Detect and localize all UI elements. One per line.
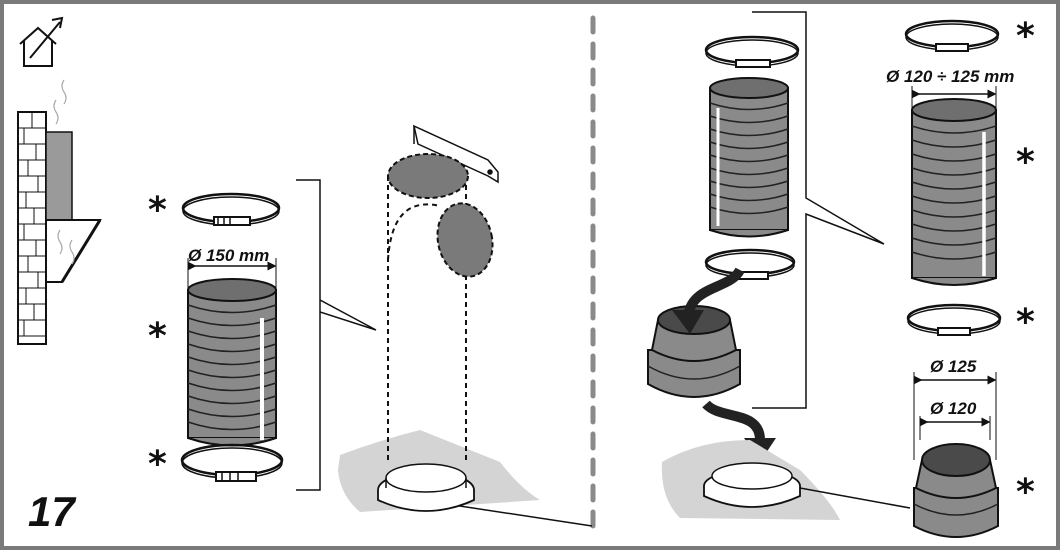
callout-bracket-left (296, 179, 377, 491)
label-diameter-150: Ø 150 mm (188, 246, 269, 265)
callout-bracket-right (752, 11, 885, 409)
lower-hose-clamp-right (906, 303, 1002, 336)
reducer-mid (647, 305, 741, 398)
asterisk-bottom-clamp: * (148, 444, 167, 485)
floor-flange-left (377, 463, 475, 512)
asterisk-right-lower-clamp: * (1016, 302, 1035, 343)
lower-hose-clamp-mid (704, 248, 796, 280)
figure-number: 17 (28, 488, 76, 535)
bottom-hose-clamp-150 (180, 443, 284, 482)
asterisk-right-duct: * (1016, 142, 1035, 183)
diameter-125-dimension: Ø 125 (913, 357, 997, 460)
top-hose-clamp-mid (704, 35, 800, 68)
asterisk-right-reducer: * (1016, 472, 1035, 513)
asterisk-top-clamp: * (148, 190, 167, 231)
duct-side-opening (436, 202, 494, 278)
label-diameter-120: Ø 120 (930, 399, 977, 418)
floor-flange-right (703, 462, 801, 508)
top-hose-clamp-right (904, 19, 1000, 52)
label-diameter-120-125: Ø 120 ÷ 125 mm (886, 67, 1014, 86)
flexible-duct-mid (709, 77, 789, 238)
diameter-150-dimension: Ø 150 mm (187, 246, 277, 290)
asterisk-duct: * (148, 316, 167, 357)
insert-arrow-1 (683, 267, 745, 319)
asterisk-right-top-clamp: * (1016, 16, 1035, 57)
house-vent-icon (19, 16, 64, 67)
insert-arrowhead-1 (672, 310, 704, 334)
diameter-120-dimension: Ø 120 (919, 399, 991, 440)
insert-arrow-2 (702, 400, 765, 441)
label-diameter-125: Ø 125 (930, 357, 977, 376)
reducer-right (913, 443, 999, 538)
ceiling-bracket (412, 124, 499, 184)
flexible-duct-right (911, 98, 997, 286)
wall-hood-illustration (17, 79, 102, 345)
duct-top-opening (387, 153, 469, 199)
top-hose-clamp-150 (181, 192, 281, 226)
flexible-duct-150 (187, 278, 277, 447)
